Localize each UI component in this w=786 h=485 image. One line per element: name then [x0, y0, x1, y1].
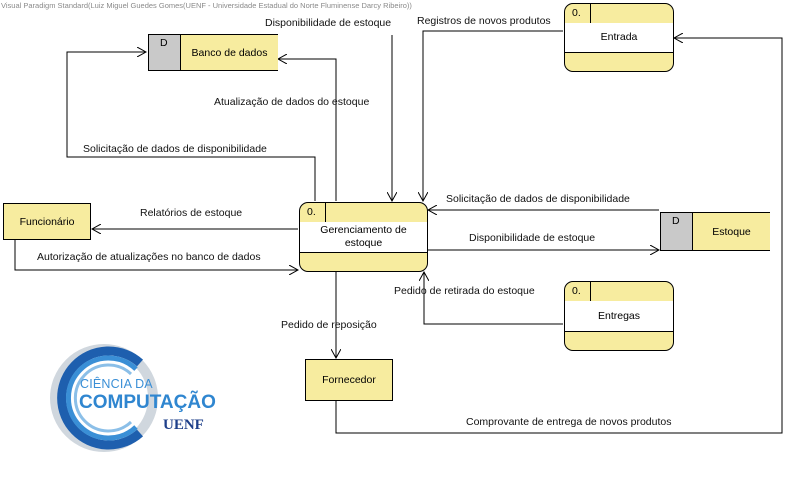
logo-text-computacao: COMPUTAÇÃO	[79, 392, 216, 413]
flow-line-comprovante	[335, 38, 783, 434]
logo-text-ciencia: CIÊNCIA DA	[80, 377, 153, 391]
data-store-banco-de-dados[interactable]: D Banco de dados	[148, 34, 278, 71]
entity-funcionario[interactable]: Funcionário	[3, 203, 91, 240]
process-id-entregas: 0.	[565, 282, 591, 301]
watermark-text: Visual Paradigm Standard(Luiz Miguel Gue…	[1, 1, 412, 10]
process-id-row: 0.	[565, 282, 673, 302]
entity-name-fornecedor: Fornecedor	[322, 374, 376, 386]
flow-line-registros	[423, 30, 563, 201]
flow-label-disponibilidade-right: Disponibilidade de estoque	[469, 232, 596, 244]
process-id-row: 0.	[565, 4, 673, 24]
logo-text-uenf: UENF	[163, 417, 204, 433]
flow-label-registros: Registros de novos produtos	[417, 15, 551, 27]
flow-label-comprovante: Comprovante de entrega de novos produtos	[466, 416, 672, 428]
process-name-central: Gerenciamento de estoque	[300, 222, 427, 253]
entity-fornecedor[interactable]: Fornecedor	[305, 359, 393, 401]
store-name-banco: Banco de dados	[191, 46, 268, 59]
flow-line-autorizacao	[14, 239, 298, 270]
flow-line-solicitacao-left	[66, 52, 316, 201]
process-entregas[interactable]: 0. Entregas	[564, 281, 674, 351]
flow-label-disponibilidade-top: Disponibilidade de estoque	[265, 17, 392, 29]
process-entrada[interactable]: 0. Entrada	[564, 3, 674, 72]
process-id-row: 0.	[300, 203, 427, 223]
process-name-entrada: Entrada	[565, 23, 673, 53]
cc-uenf-logo	[50, 344, 158, 452]
flow-label-pedido-retirada: Pedido de retirada do estoque	[394, 285, 535, 297]
flow-label-autorizacao: Autorização de atualizações no banco de …	[37, 251, 261, 263]
flow-label-relatorios: Relatórios de estoque	[140, 207, 243, 219]
store-id-estoque: D	[661, 213, 693, 250]
entity-name-funcionario: Funcionário	[19, 215, 75, 228]
flow-label-atualizacao: Atualização de dados do estoque	[214, 96, 370, 108]
process-id-entrada: 0.	[565, 4, 591, 23]
flow-label-pedido-reposicao: Pedido de reposição	[281, 319, 377, 331]
store-id-banco: D	[149, 35, 181, 70]
process-id-central: 0.	[300, 203, 326, 222]
flow-label-solicitacao-left: Solicitação de dados de disponibilidade	[83, 143, 267, 155]
flow-label-solicitacao-right: Solicitação de dados de disponibilidade	[446, 193, 630, 205]
process-gerenciamento-de-estoque[interactable]: 0. Gerenciamento de estoque	[299, 202, 428, 272]
store-name-estoque: Estoque	[712, 225, 751, 238]
process-name-entregas: Entregas	[565, 301, 673, 332]
data-store-estoque[interactable]: D Estoque	[660, 212, 770, 251]
flow-line-pedido-retirada	[424, 272, 563, 325]
flow-line-atualizacao	[278, 59, 337, 201]
